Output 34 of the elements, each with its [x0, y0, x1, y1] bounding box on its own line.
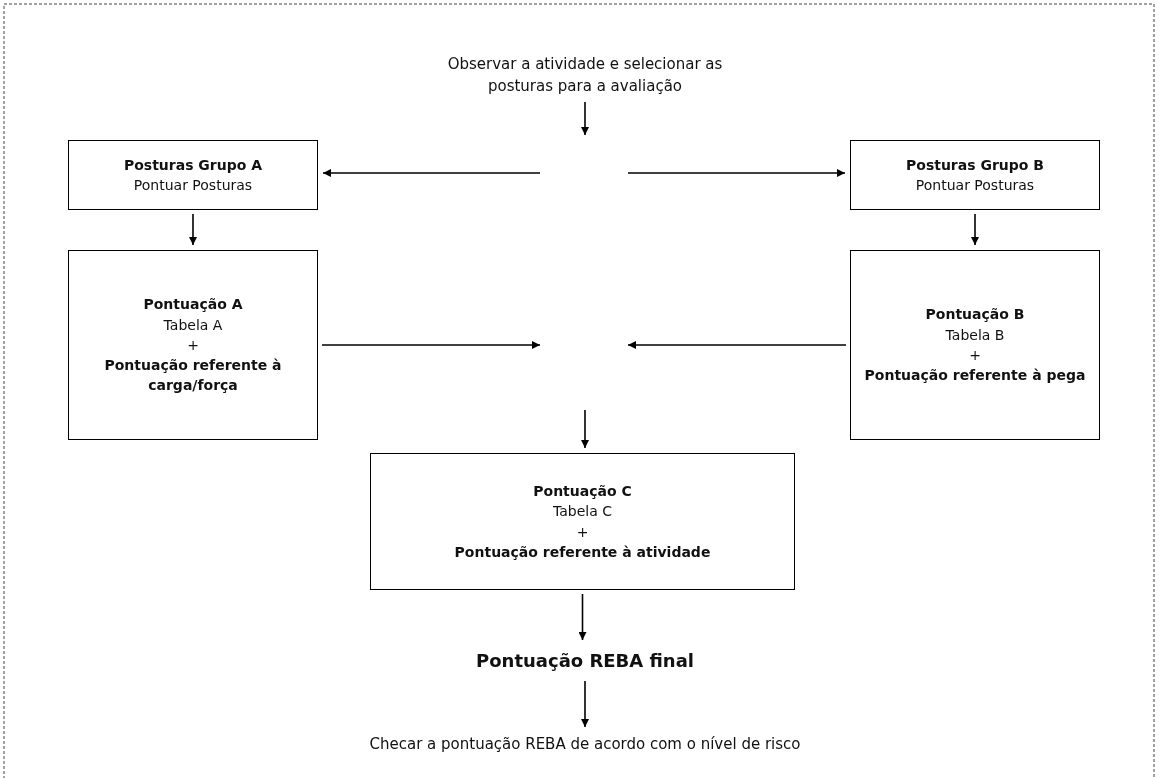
arrow [581, 680, 589, 728]
step-label: Observar a atividade e selecionar as posturas para a avaliação [425, 54, 745, 98]
result-label: Pontuação REBA final [400, 645, 770, 677]
process-box [850, 250, 1100, 440]
arrow [321, 341, 541, 349]
arrow [578, 593, 587, 641]
box-heading: Pontuação A [143, 295, 243, 315]
process-box [68, 140, 318, 210]
process-box [850, 140, 1100, 210]
process-box [370, 453, 795, 590]
box-text: + [969, 346, 981, 365]
step-label: Checar a pontuação REBA de acordo com o nível de risco [300, 732, 870, 758]
box-heading: Pontuação referente à pega [864, 366, 1086, 386]
box-heading: Pontuação referente à carga/força [103, 356, 283, 396]
arrow [971, 213, 979, 246]
box-text: + [576, 522, 589, 542]
box-text: Tabela A [163, 315, 223, 335]
box-text: Pontuar Posturas [915, 176, 1035, 195]
box-heading: Posturas Grupo B [906, 155, 1044, 175]
process-box [68, 250, 318, 440]
box-heading: Pontuação B [925, 305, 1025, 325]
arrow [322, 169, 541, 177]
box-text: Tabela C [553, 502, 612, 522]
box-heading: Pontuação referente à atividade [454, 542, 711, 562]
arrow [627, 169, 846, 177]
arrow [627, 341, 847, 349]
box-text: Pontuar Posturas [133, 176, 253, 195]
box-heading: Pontuação C [533, 481, 632, 501]
box-text: Tabela B [945, 325, 1005, 345]
arrow [189, 213, 197, 246]
box-text: + [187, 335, 199, 355]
arrow [581, 101, 589, 136]
box-heading: Posturas Grupo A [123, 155, 263, 175]
arrow [581, 409, 589, 449]
